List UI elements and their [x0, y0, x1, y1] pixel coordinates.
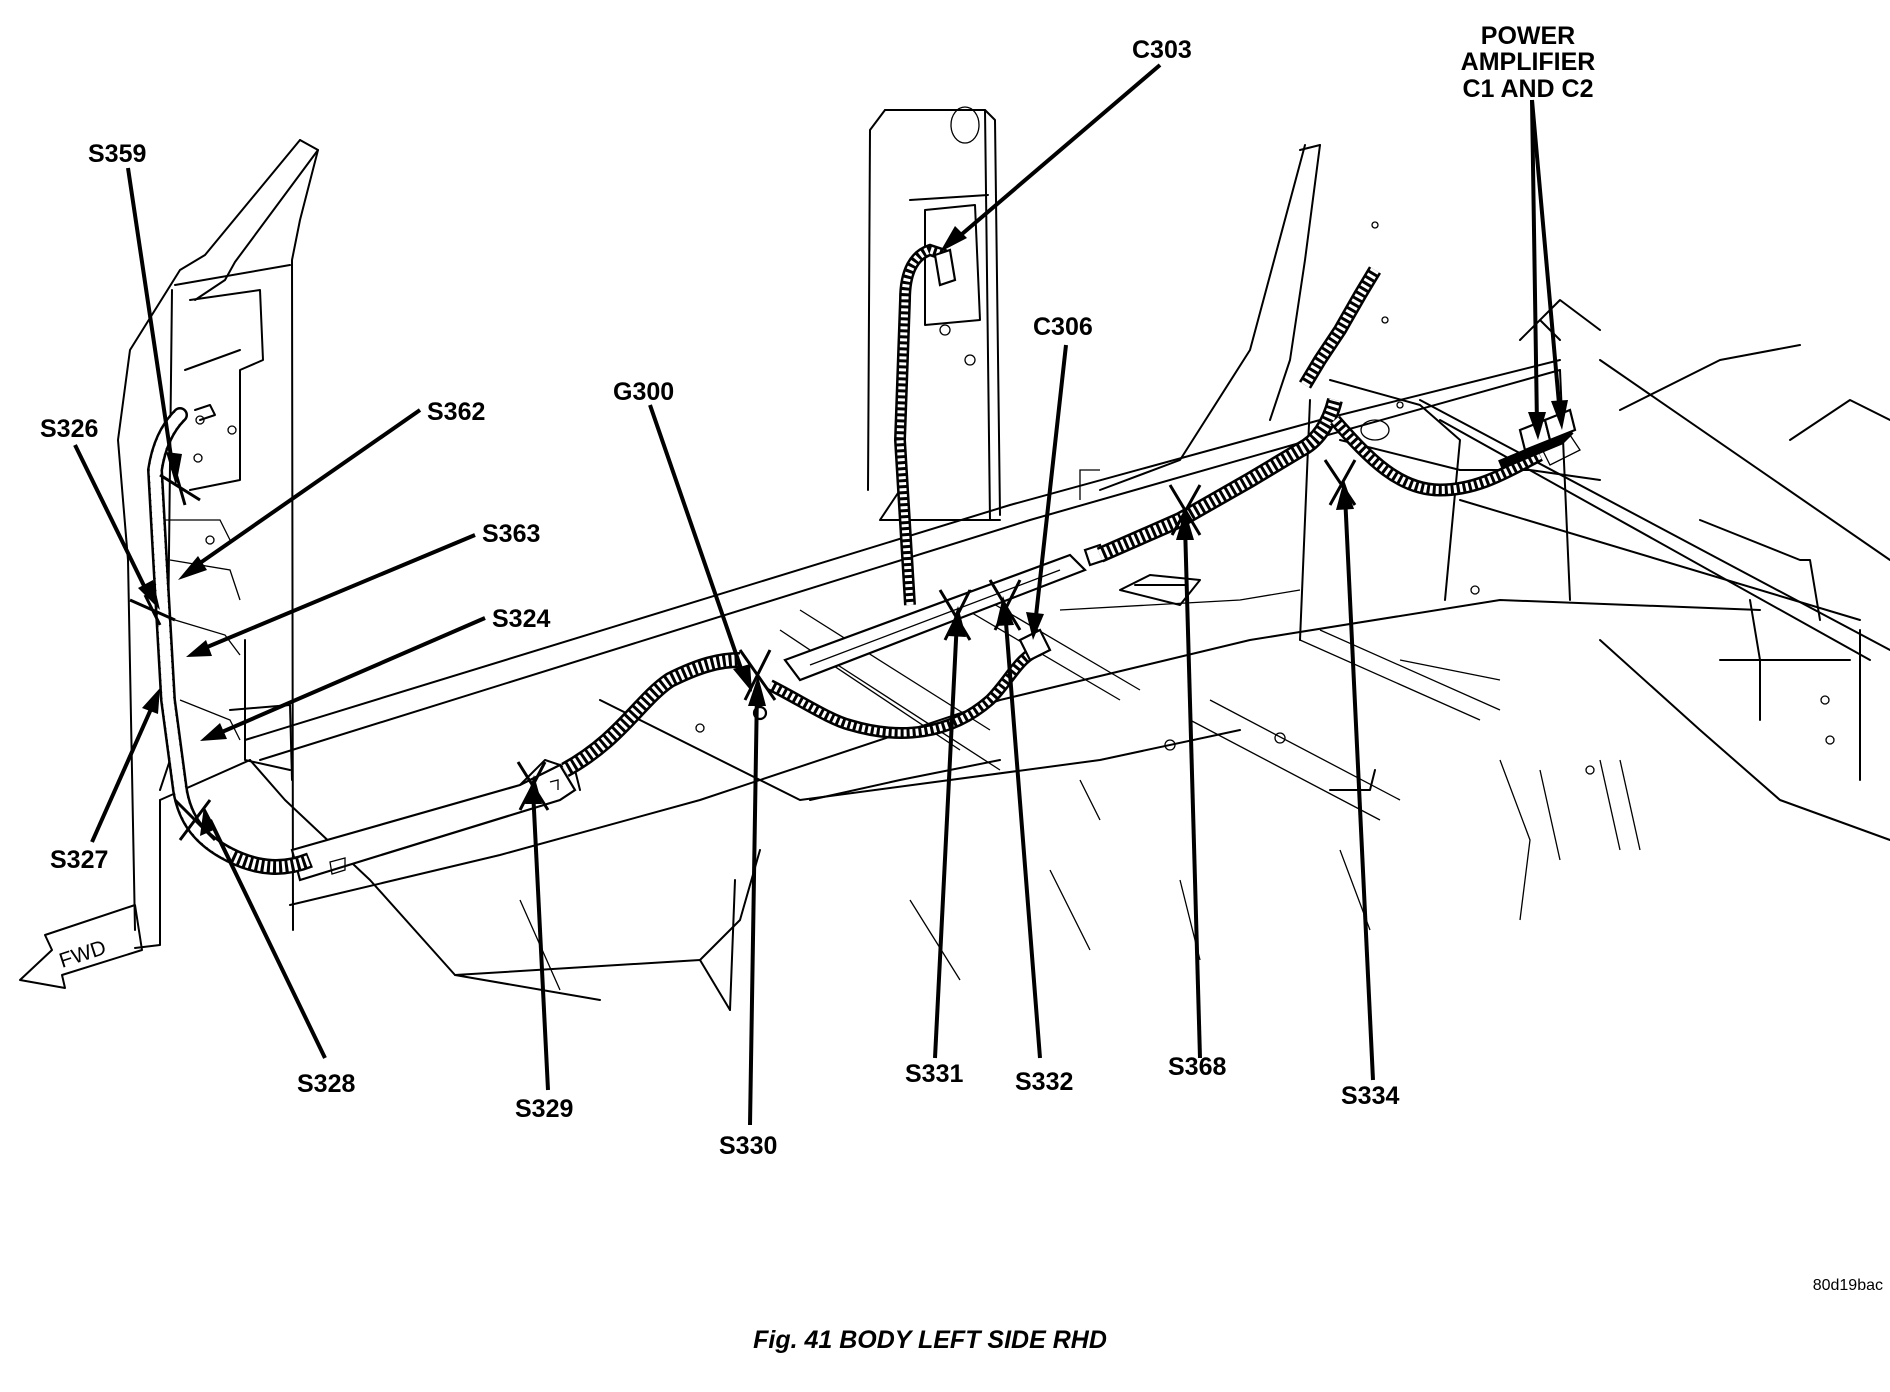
- label-c1-and-c2: C1 AND C2: [1462, 75, 1593, 103]
- s326-mark: [129, 594, 176, 626]
- label-s334: S334: [1341, 1082, 1399, 1110]
- c303-connector: [933, 248, 957, 287]
- labels: S359 S326 S362 S363 S324 S327 S328 S329 …: [40, 22, 1595, 1160]
- label-s326: S326: [40, 415, 98, 443]
- label-s328: S328: [297, 1070, 355, 1098]
- forward-direction-arrow: FWD: [19, 904, 143, 989]
- label-amplifier: AMPLIFIER: [1461, 48, 1596, 76]
- figure-caption: Fig. 41 BODY LEFT SIDE RHD: [753, 1326, 1107, 1354]
- s359-mark: [159, 469, 201, 506]
- figure-code: 80d19bac: [1813, 1277, 1883, 1294]
- label-s329: S329: [515, 1095, 573, 1123]
- label-c306: C306: [1033, 313, 1093, 341]
- label-s324: S324: [492, 605, 550, 633]
- leader-lines: [73, 63, 1568, 1126]
- label-s331: S331: [905, 1060, 963, 1088]
- fwd-text: FWD: [56, 936, 109, 973]
- body-structure: [117, 106, 1890, 1011]
- label-g300: G300: [613, 378, 674, 406]
- label-c303: C303: [1132, 36, 1192, 64]
- s330-mark: [738, 649, 777, 701]
- label-s368: S368: [1168, 1053, 1226, 1081]
- wiring-harness: [146, 243, 1581, 875]
- label-power: POWER: [1481, 22, 1575, 50]
- label-s330: S330: [719, 1132, 777, 1160]
- label-s327: S327: [50, 846, 108, 874]
- s328-mark: [173, 798, 217, 842]
- label-s359: S359: [88, 140, 146, 168]
- label-s363: S363: [482, 520, 540, 548]
- label-s332: S332: [1015, 1068, 1073, 1096]
- label-s362: S362: [427, 398, 485, 426]
